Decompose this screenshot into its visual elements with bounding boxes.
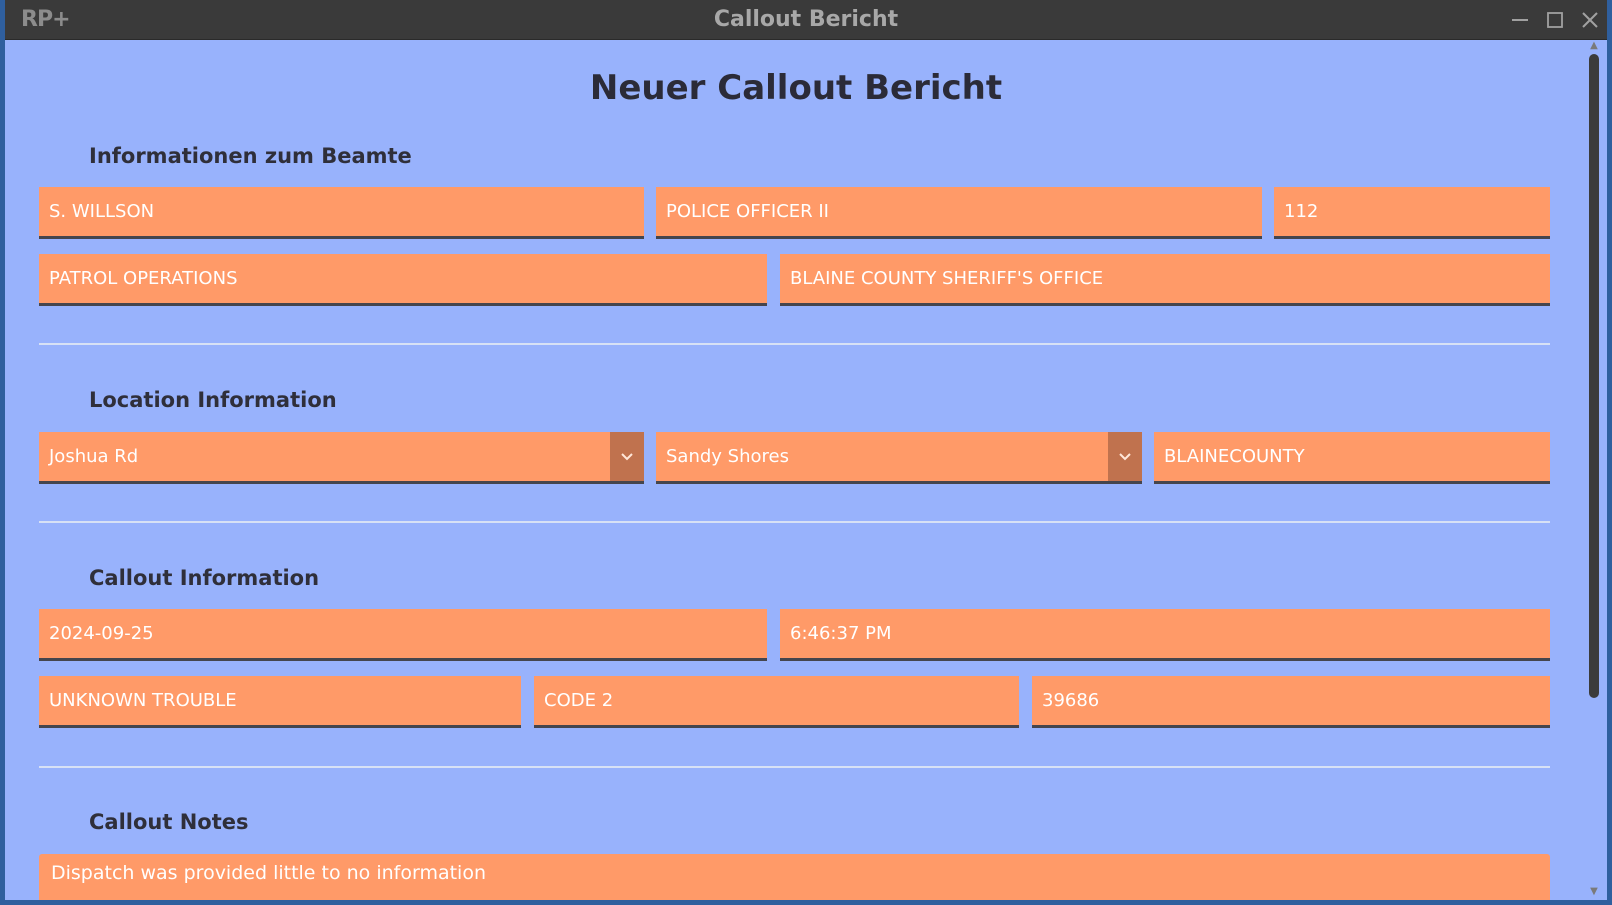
callout-section-title: Callout Information [89,566,320,590]
close-button[interactable] [1572,0,1607,39]
notes-section-title: Callout Notes [89,810,249,834]
street-dropdown[interactable]: Joshua Rd [39,432,644,484]
minimize-icon [1511,18,1528,21]
street-dropdown-toggle[interactable] [610,432,644,481]
date-field[interactable]: 2024-09-25 [39,609,767,661]
time-field[interactable]: 6:46:37 PM [780,609,1550,661]
maximize-icon [1546,11,1563,28]
officer-section-title: Informationen zum Beamte [89,144,412,168]
chevron-down-icon [1119,452,1131,460]
scroll-up-icon[interactable]: ▲ [1590,40,1598,51]
street-value: Joshua Rd [49,446,139,467]
officer-division-field[interactable]: PATROL OPERATIONS [39,254,767,306]
officer-agency-field[interactable]: BLAINE COUNTY SHERIFF'S OFFICE [780,254,1550,306]
area-dropdown[interactable]: Sandy Shores [656,432,1142,484]
window-title: Callout Bericht [713,7,899,32]
area-value: Sandy Shores [666,446,789,467]
maximize-button[interactable] [1537,0,1572,39]
app-logo: RP+ [21,7,70,32]
section-divider [39,521,1550,523]
county-field[interactable]: BLAINECOUNTY [1154,432,1550,484]
callout-notes-textarea[interactable]: Dispatch was provided little to no infor… [39,854,1550,900]
title-bar[interactable]: RP+ Callout Bericht [5,0,1607,40]
form-content: Neuer Callout Bericht Informationen zum … [5,40,1607,900]
section-divider [39,343,1550,345]
page-title: Neuer Callout Bericht [589,68,1003,108]
callout-number-field[interactable]: 39686 [1032,676,1550,728]
vertical-scrollbar[interactable]: ▲ ▼ [1587,40,1601,898]
scroll-down-icon[interactable]: ▼ [1590,886,1598,897]
chevron-down-icon [621,452,633,460]
callout-type-field[interactable]: UNKNOWN TROUBLE [39,676,521,728]
callout-code-field[interactable]: CODE 2 [534,676,1019,728]
officer-name-field[interactable]: S. WILLSON [39,187,644,239]
close-icon [1581,11,1598,28]
app-window: RP+ Callout Bericht Neuer Callout Berich… [5,0,1607,900]
officer-rank-field[interactable]: POLICE OFFICER II [656,187,1262,239]
location-section-title: Location Information [89,388,337,412]
area-dropdown-toggle[interactable] [1108,432,1142,481]
minimize-button[interactable] [1502,0,1537,39]
officer-badge-field[interactable]: 112 [1274,187,1550,239]
section-divider [39,766,1550,768]
window-controls [1502,0,1607,39]
scrollbar-thumb[interactable] [1589,54,1599,698]
